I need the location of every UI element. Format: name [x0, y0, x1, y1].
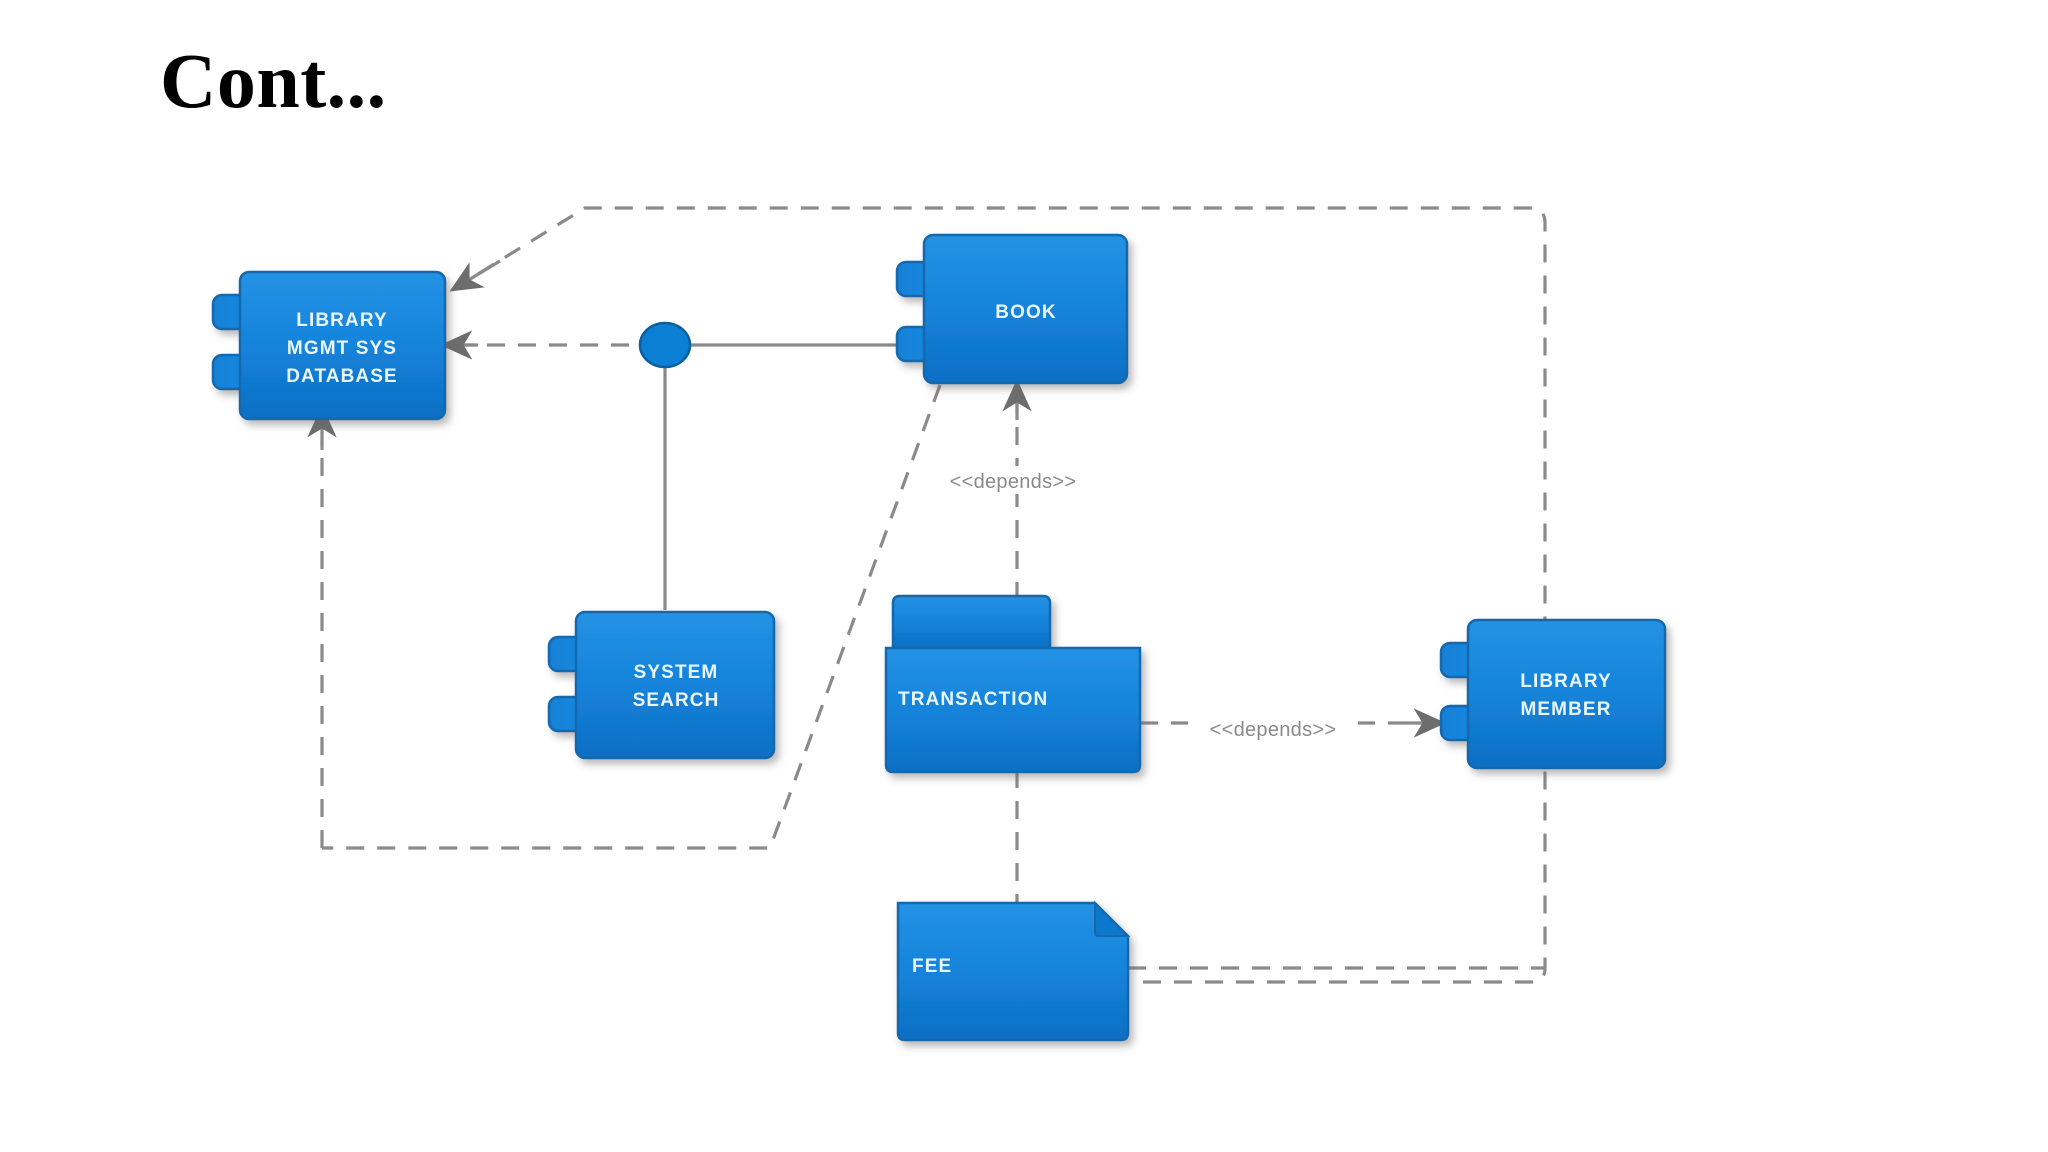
component-label-line-1: LIBRARY — [1520, 671, 1611, 692]
note-folded-corner — [1094, 900, 1131, 937]
connector-book-to-lower-left — [322, 384, 942, 850]
component-label: BOOK — [995, 302, 1056, 323]
component-label-line-2: MGMT SYS — [287, 338, 397, 359]
component-body — [1466, 618, 1667, 770]
component-fee[interactable]: FEE — [896, 900, 1131, 1042]
connector-layer — [307, 206, 1547, 984]
note-body — [896, 901, 1130, 1042]
connector-boundary-arrowhead — [449, 259, 501, 292]
provided-interface-ball[interactable] — [638, 321, 692, 369]
stereotype-depends-transaction-member: <<depends>> — [1210, 719, 1337, 741]
component-body — [574, 610, 776, 760]
component-book[interactable]: BOOK — [895, 233, 1129, 385]
component-body — [922, 233, 1129, 385]
stereotype-depends-book-transaction: <<depends>> — [950, 471, 1077, 493]
component-label-line-1: SYSTEM — [634, 662, 719, 683]
page-title: Cont... — [160, 37, 387, 124]
stereotype-label-layer: <<depends>> <<depends>> — [928, 466, 1358, 742]
component-transaction[interactable]: TRANSACTION — [884, 594, 1142, 774]
component-label-line-2: SEARCH — [633, 690, 720, 711]
component-label: TRANSACTION — [898, 689, 1048, 710]
component-label: FEE — [912, 956, 952, 977]
component-library-mgmt-sys-database[interactable]: LIBRARY MGMT SYS DATABASE — [211, 270, 447, 421]
depends-label-1-backing — [928, 466, 1098, 494]
component-label-line-2: MEMBER — [1520, 699, 1611, 720]
depends-label-2-backing — [1188, 714, 1358, 742]
component-body — [238, 270, 447, 421]
component-label-line-1: LIBRARY — [296, 310, 387, 331]
connector-boundary-top-right — [451, 206, 1547, 984]
component-system-search[interactable]: SYSTEM SEARCH — [547, 610, 776, 760]
package-tab — [891, 594, 1052, 650]
component-library-member[interactable]: LIBRARY MEMBER — [1439, 618, 1667, 770]
component-label-line-3: DATABASE — [286, 366, 398, 387]
ball-icon — [638, 321, 692, 369]
package-body — [884, 646, 1142, 774]
